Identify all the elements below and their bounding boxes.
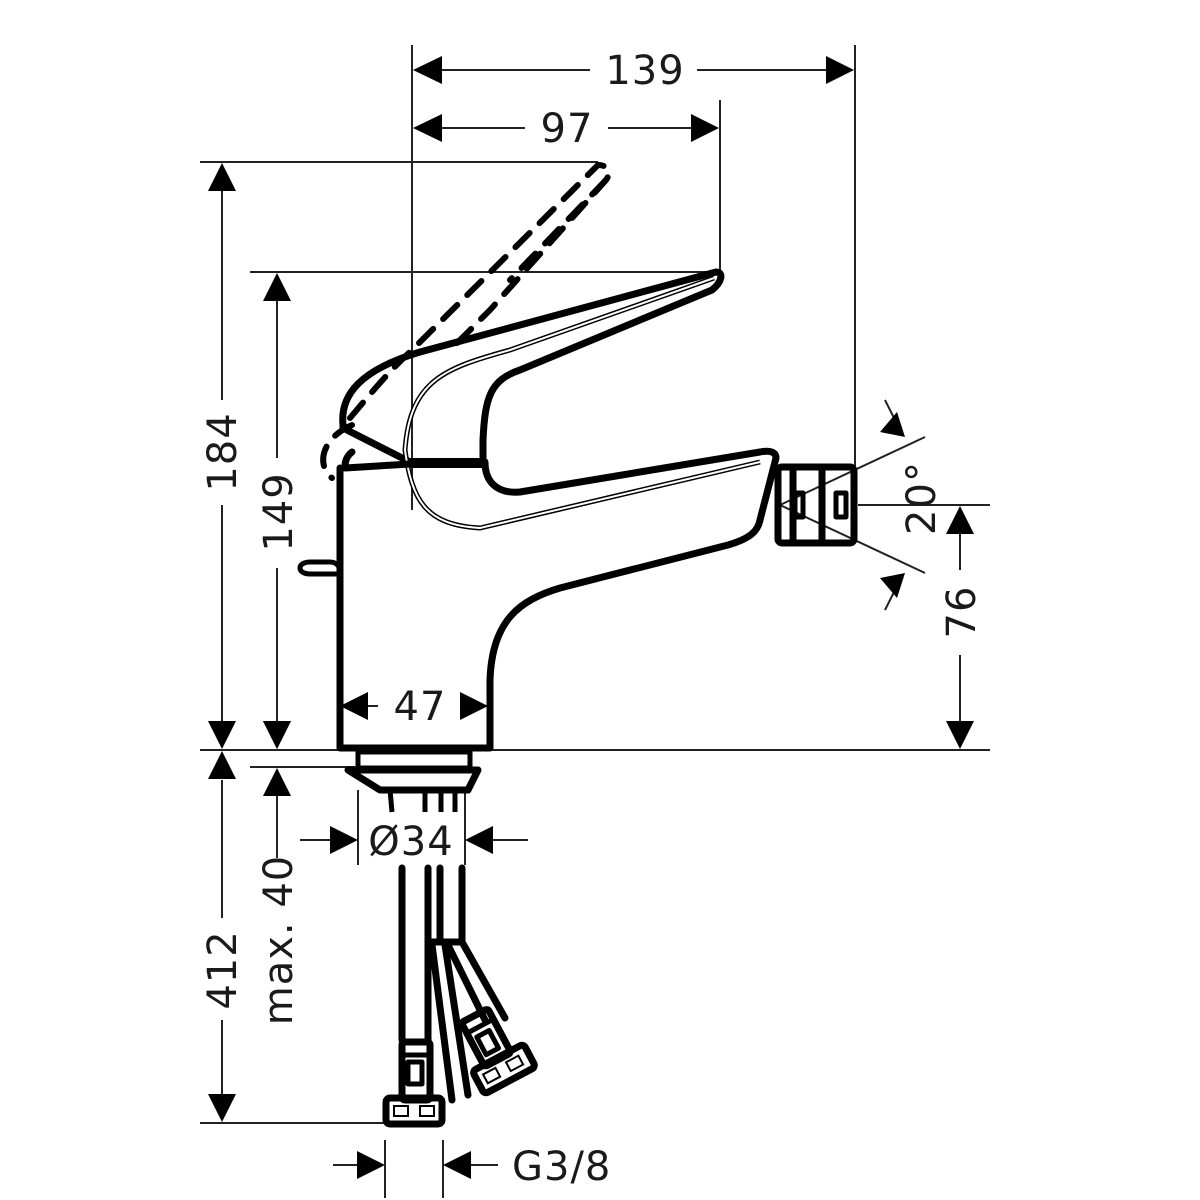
dim-max40-label: max. 40 bbox=[256, 855, 302, 1025]
lever-open-position-outline bbox=[320, 161, 612, 481]
dimension-97: 97 bbox=[413, 106, 719, 152]
dim-412-label: 412 bbox=[200, 930, 246, 1009]
dim-d34-label: Ø34 bbox=[368, 819, 453, 865]
hose-connector-straight bbox=[382, 1038, 446, 1128]
dim-184-label: 184 bbox=[200, 412, 246, 491]
dimension-149: 149 bbox=[256, 273, 302, 749]
hose-connector-angled bbox=[458, 1006, 538, 1097]
dim-76-label: 76 bbox=[939, 586, 985, 639]
dimension-184: 184 bbox=[200, 163, 246, 749]
dim-97-label: 97 bbox=[541, 106, 594, 152]
extension-lines bbox=[200, 45, 990, 1198]
dimension-412: 412 bbox=[200, 751, 246, 1122]
supply-hoses bbox=[398, 864, 509, 1104]
dim-20deg-label: 20° bbox=[899, 461, 945, 535]
dimension-76: 76 bbox=[939, 506, 985, 749]
mounting-base bbox=[344, 749, 482, 813]
dimension-47: 47 bbox=[340, 684, 488, 730]
faucet-body bbox=[297, 447, 780, 752]
dim-47-label: 47 bbox=[394, 684, 447, 730]
lever bbox=[339, 268, 761, 531]
dimension-139: 139 bbox=[413, 48, 854, 94]
dim-139-label: 139 bbox=[605, 48, 684, 94]
dimension-20deg: 20° bbox=[880, 399, 945, 611]
dim-149-label: 149 bbox=[256, 472, 302, 551]
dimension-max40: max. 40 bbox=[256, 721, 302, 1025]
dimension-d34: Ø34 bbox=[300, 819, 528, 865]
outlet-nozzle bbox=[774, 463, 858, 547]
dim-g38-label: G3/8 bbox=[512, 1144, 611, 1190]
dimension-g38: G3/8 bbox=[333, 1144, 611, 1190]
